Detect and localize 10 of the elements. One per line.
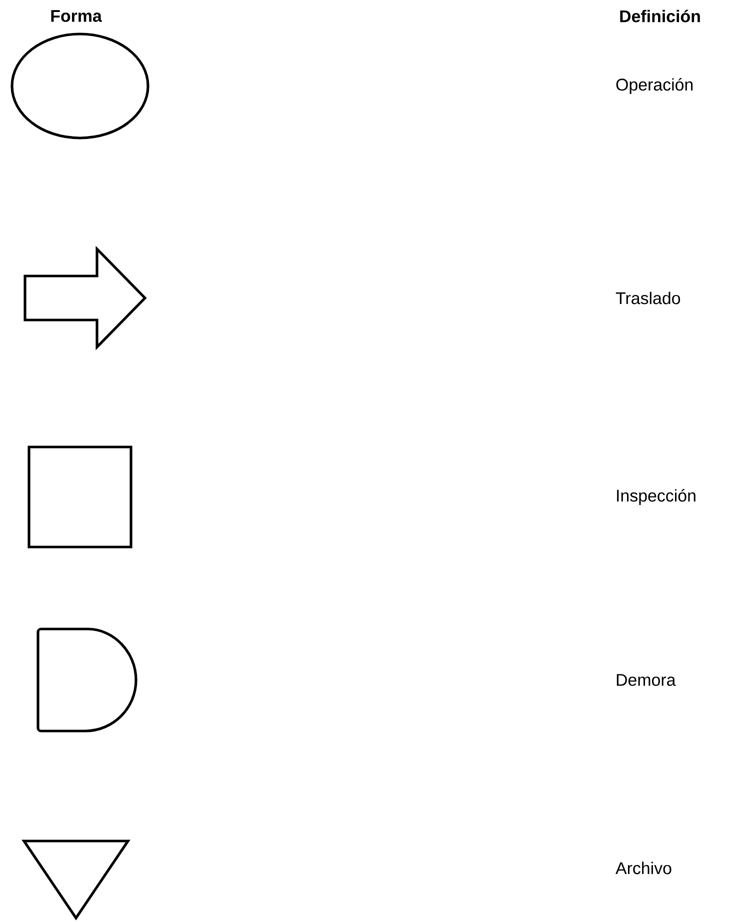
column-header: Definición <box>620 10 700 22</box>
square-symbol <box>28 446 132 548</box>
definition-text: Traslado <box>616 292 680 304</box>
definition-text: Demora <box>616 674 676 686</box>
definition-text: Operación <box>616 78 693 94</box>
ellipse-symbol <box>10 32 150 140</box>
d-shape-symbol <box>36 628 138 732</box>
arrow-symbol <box>24 246 147 350</box>
definition-text: Inspección <box>617 489 696 505</box>
definition-text: Archivo <box>616 862 672 874</box>
